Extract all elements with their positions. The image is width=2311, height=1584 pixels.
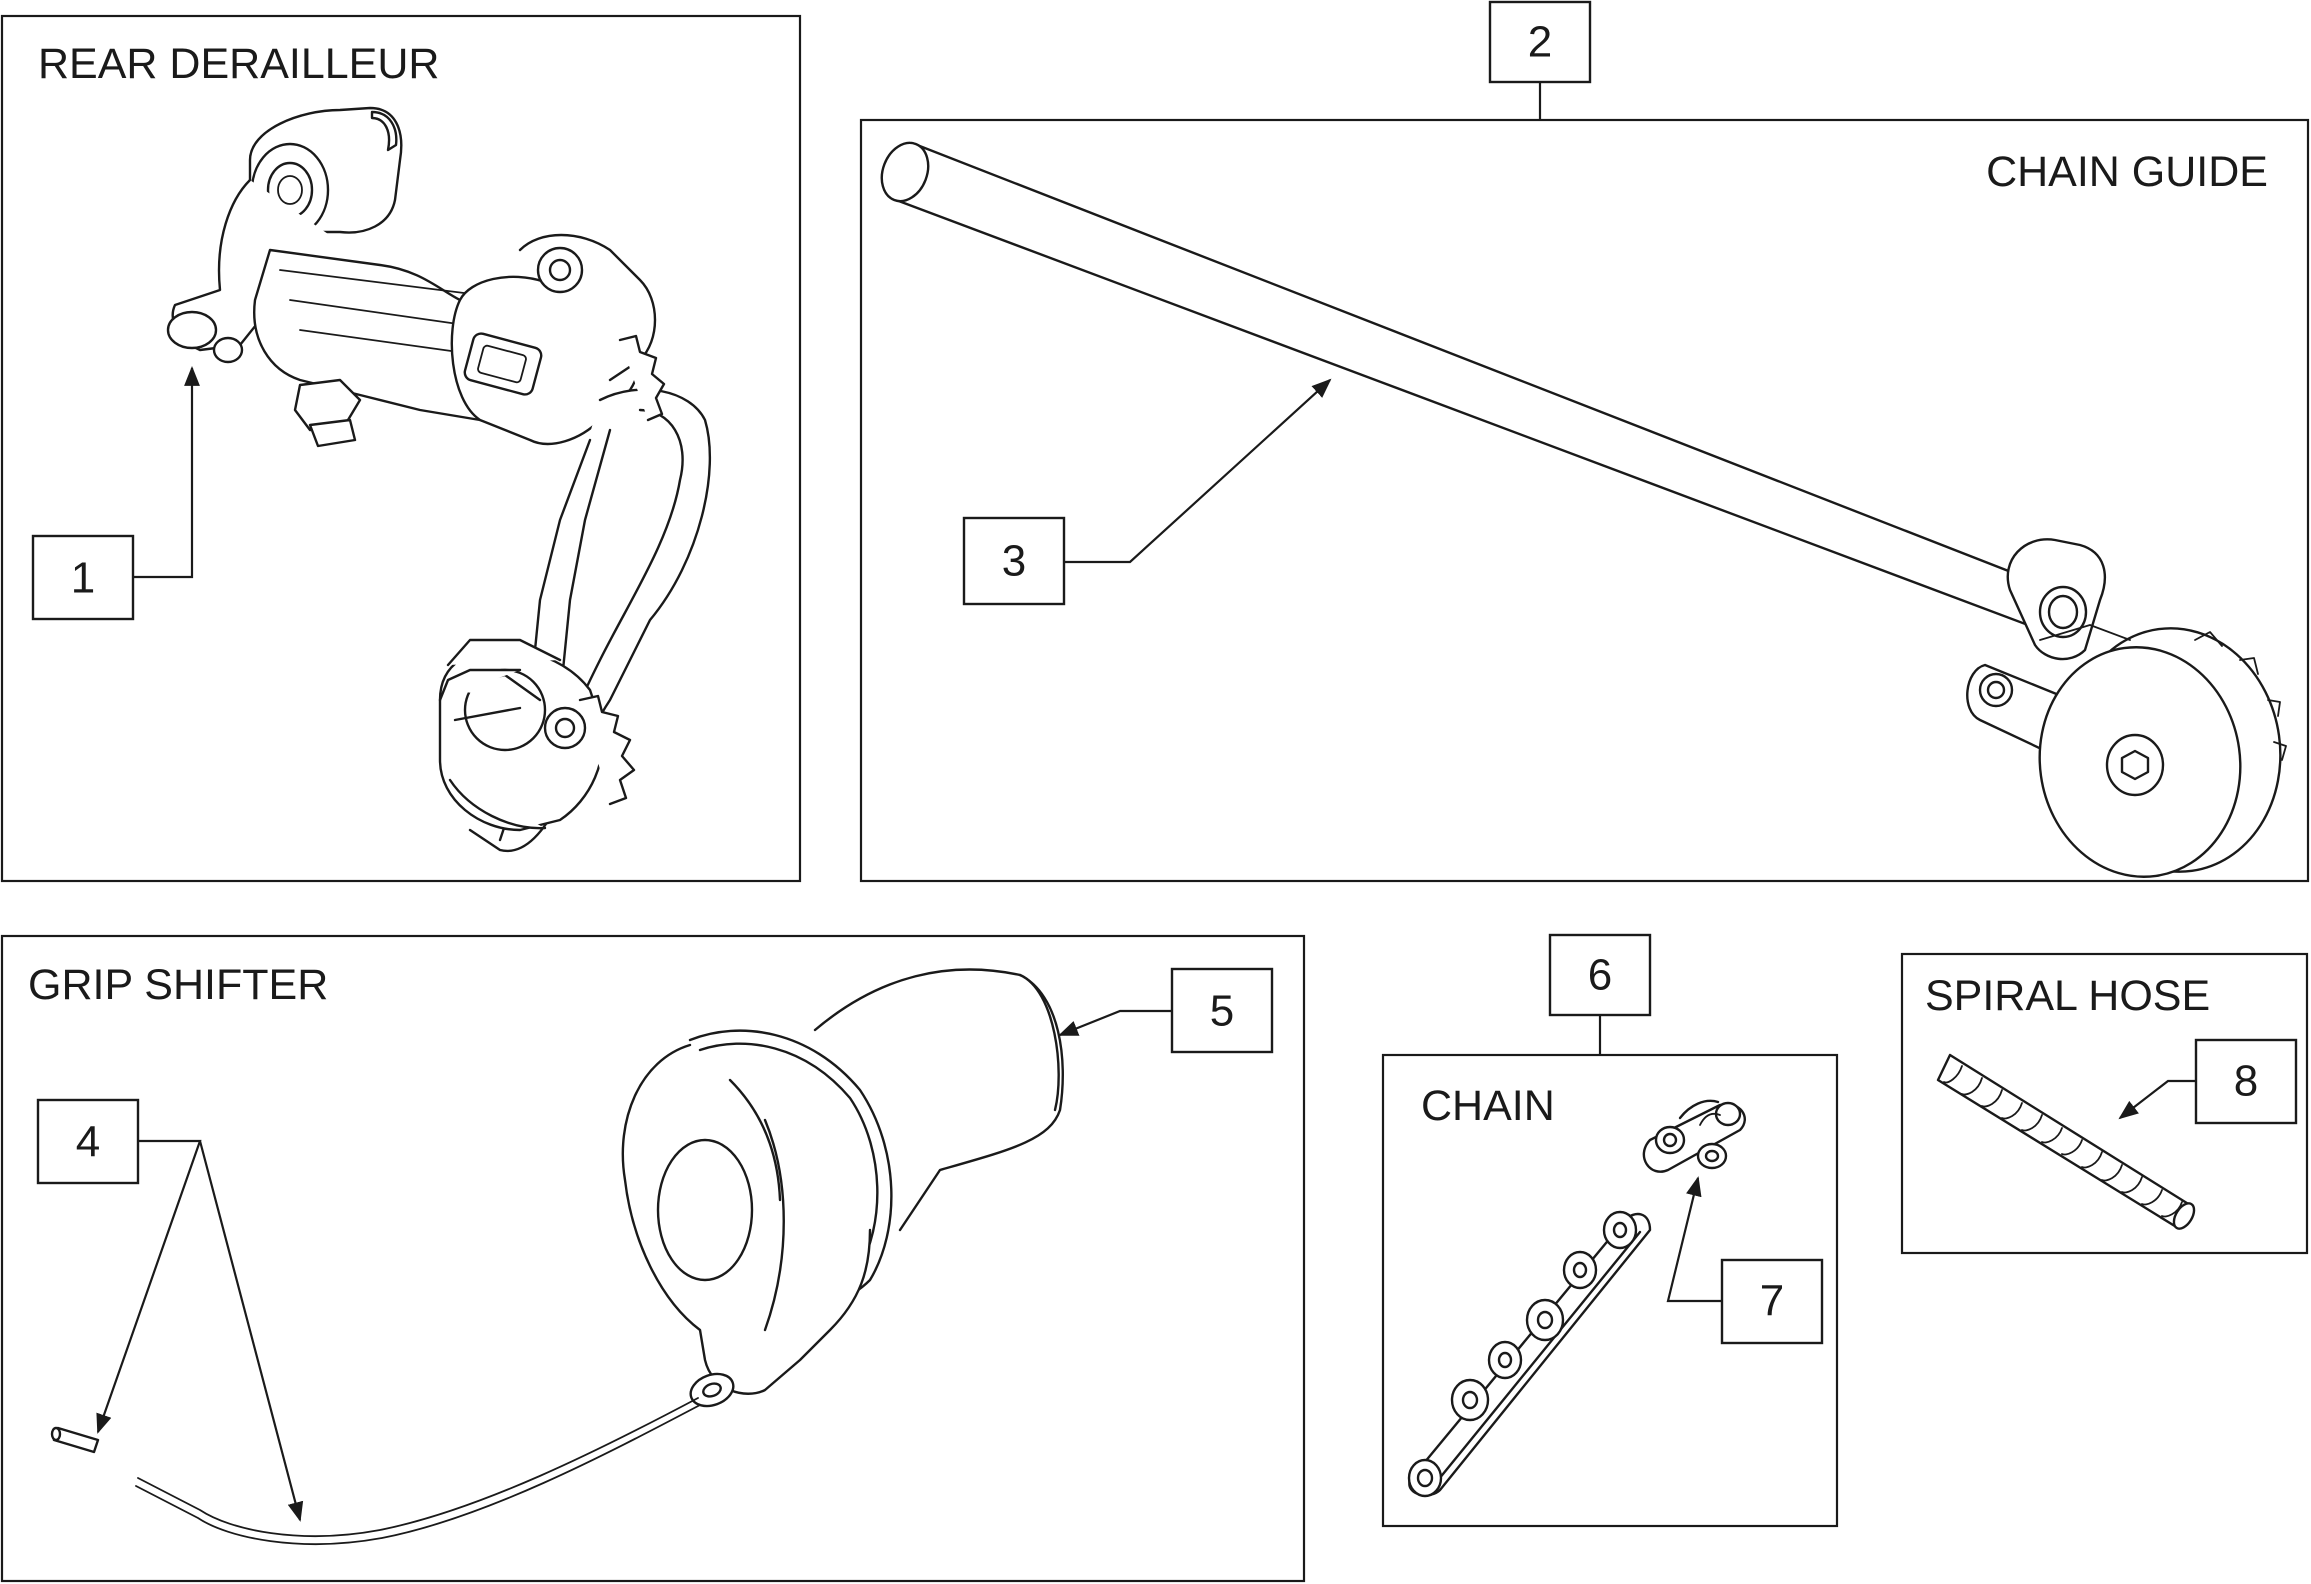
callout-number-1: 1 bbox=[71, 554, 95, 603]
panel-frame bbox=[1381, 1053, 1839, 1528]
panel-chain-guide: CHAIN GUIDE 2 3 bbox=[859, 0, 2310, 883]
panel-title: CHAIN bbox=[1421, 1082, 1555, 1130]
panel-title: REAR DERAILLEUR bbox=[38, 40, 439, 88]
chain-guide-drawing bbox=[880, 141, 2287, 878]
callout-leader-4a bbox=[96, 1139, 202, 1434]
panel-title: GRIP SHIFTER bbox=[28, 961, 328, 1009]
panel-title: SPIRAL HOSE bbox=[1925, 972, 2210, 1020]
panel-frame bbox=[1900, 952, 2309, 1255]
callout-number-5: 5 bbox=[1210, 987, 1234, 1036]
spiral-hose-drawing bbox=[1936, 1053, 2196, 1230]
callout-box-4 bbox=[36, 1098, 140, 1185]
panel-title: CHAIN GUIDE bbox=[1986, 148, 2268, 196]
panel-rear-derailleur: REAR DERAILLEUR bbox=[0, 14, 802, 883]
panel-spiral-hose: SPIRAL HOSE 8 bbox=[1900, 952, 2309, 1255]
callout-leader-3 bbox=[1064, 378, 1332, 564]
callout-leader-8 bbox=[2118, 1079, 2196, 1120]
callout-box-8 bbox=[2194, 1038, 2298, 1125]
panel-frame bbox=[859, 118, 2310, 883]
panel-frame bbox=[0, 14, 802, 883]
callout-leader-7 bbox=[1666, 1176, 1722, 1303]
callout-number-6: 6 bbox=[1588, 951, 1612, 1000]
callout-leader-1 bbox=[133, 366, 200, 579]
callout-number-4: 4 bbox=[76, 1118, 100, 1167]
grip-shifter-drawing bbox=[50, 968, 1064, 1545]
callout-leader-5 bbox=[1058, 1009, 1172, 1037]
panel-grip-shifter: GRIP SHIFTER 4 bbox=[0, 934, 1306, 1583]
callout-number-2: 2 bbox=[1528, 18, 1552, 67]
callout-number-3: 3 bbox=[1002, 537, 1026, 586]
callout-box-1 bbox=[31, 534, 135, 621]
panel-frame bbox=[0, 934, 1306, 1583]
callout-box-6 bbox=[1548, 933, 1652, 1017]
rear-derailleur-drawing bbox=[166, 106, 712, 853]
callout-leader-4b bbox=[198, 1140, 304, 1522]
callout-box-3 bbox=[962, 516, 1066, 606]
callout-number-7: 7 bbox=[1760, 1277, 1784, 1326]
panel-chain: CHAIN 6 bbox=[1381, 933, 1839, 1528]
callout-box-2 bbox=[1488, 0, 1592, 84]
chain-drawing bbox=[1407, 1099, 1746, 1498]
callout-number-8: 8 bbox=[2234, 1057, 2258, 1106]
